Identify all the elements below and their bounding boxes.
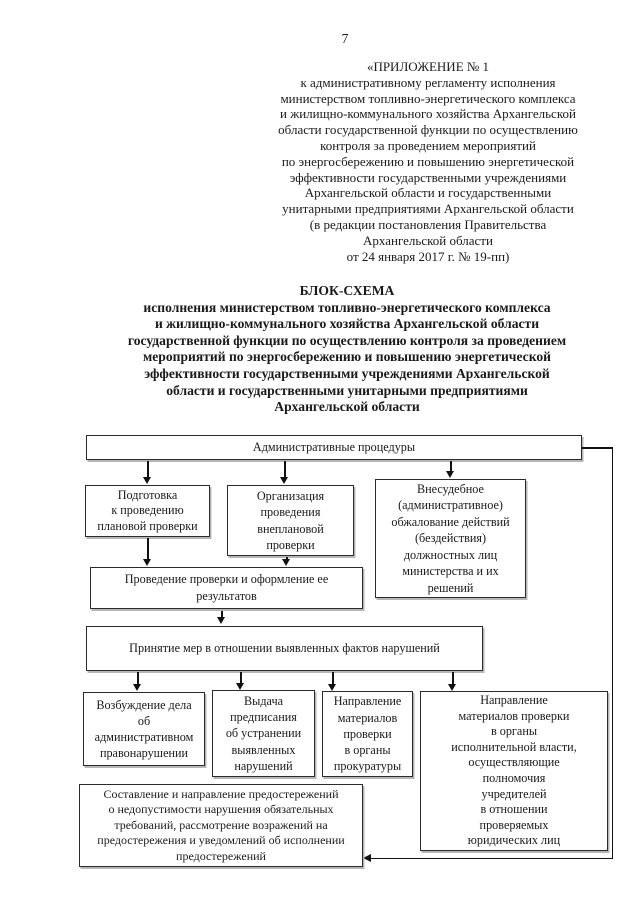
box-org-unplanned-check: Организация проведения внеплановой прове… <box>227 485 354 556</box>
arrow-down <box>144 538 151 566</box>
box-send-to-founders: Направление материалов проверки в органы… <box>420 691 608 851</box>
arrow-down <box>283 557 290 566</box>
box-prep-planned-check: Подготовка к проведению плановой проверк… <box>85 485 210 537</box>
box-conduct-check: Проведение проверки и оформление ее резу… <box>90 567 363 609</box>
connector-bottom-horizontal <box>368 857 613 859</box>
page-number: 7 <box>341 31 349 46</box>
arrow-down <box>449 672 456 691</box>
connector-top-horizontal <box>582 447 613 449</box>
box-issue-order: Выдача предписания об устранении выявлен… <box>212 690 315 777</box>
arrow-down <box>144 461 151 484</box>
box-warnings: Составление и направление предостережени… <box>79 784 363 867</box>
box-send-to-prosecutor: Направление материалов проверки в органы… <box>322 691 413 777</box>
box-admin-case: Возбуждение дела об административном пра… <box>83 692 205 766</box>
connector-right-vertical <box>611 447 613 859</box>
arrow-into-warnings-box <box>363 854 371 862</box>
box-take-measures: Принятие мер в отношении выявленных факт… <box>86 626 483 671</box>
document-title: БЛОК-СХЕМА исполнения министерством топл… <box>127 283 567 415</box>
arrow-down <box>237 672 244 690</box>
arrow-down <box>134 672 141 691</box>
arrow-down <box>447 461 454 478</box>
arrow-down <box>281 461 288 484</box>
box-admin-procedures: Административные процедуры <box>86 435 582 460</box>
arrow-down <box>218 611 225 624</box>
box-extrajudicial-appeal: Внесудебное (административное) обжалован… <box>375 479 526 598</box>
arrow-down <box>329 672 336 691</box>
appendix-header: «ПРИЛОЖЕНИЕ № 1 к административному регл… <box>278 59 578 264</box>
